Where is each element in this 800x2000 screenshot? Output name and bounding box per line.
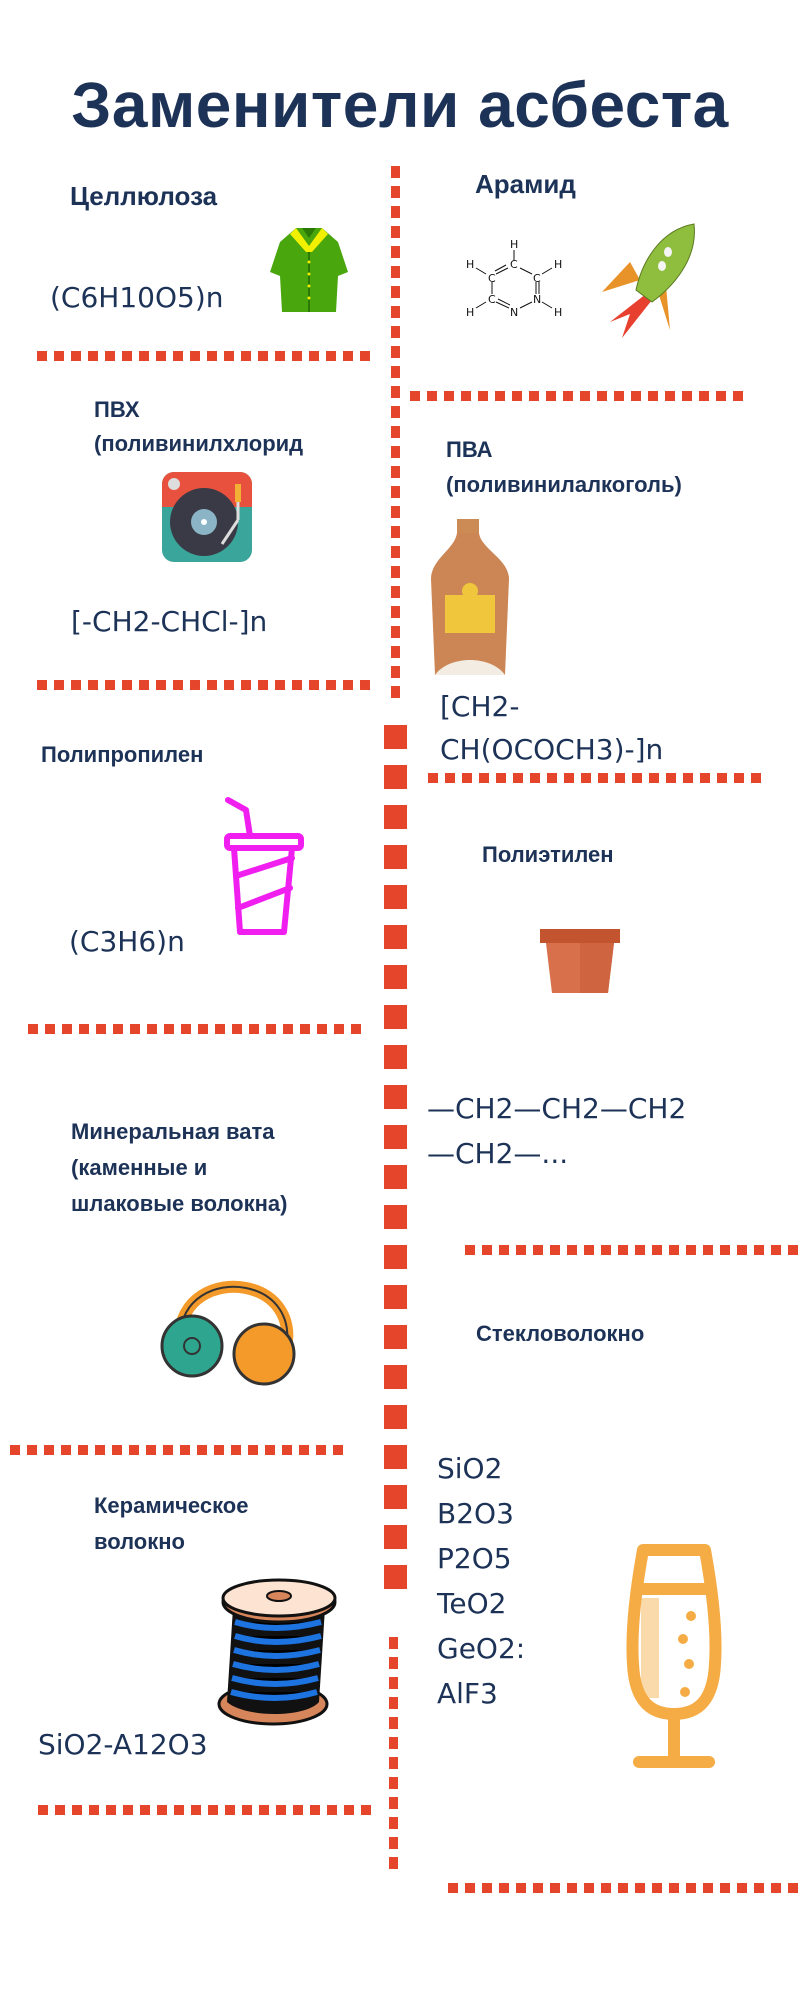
polyethylene-heading: Полиэтилен	[482, 842, 614, 867]
cup-icon	[224, 796, 306, 938]
ceramic-fiber-formula: SiO2-A12O3	[38, 1728, 208, 1761]
molecule-atom: H	[510, 238, 518, 251]
divider	[37, 680, 375, 690]
pyridine-molecule-icon: H C C C C N N H H H H	[464, 236, 564, 320]
divider	[428, 773, 768, 783]
molecule-atom: N	[533, 293, 541, 306]
molecule-atom: C	[488, 272, 496, 285]
mineral-wool-heading-line3: шлаковые волокна)	[71, 1191, 288, 1216]
vertical-divider-dotted-top	[391, 166, 400, 701]
glass-fiber-formula: TeO2	[437, 1587, 507, 1620]
polyethylene-formula-line2: —CH2—...	[427, 1137, 569, 1170]
molecule-atom: C	[510, 258, 518, 271]
pvc-heading: ПВХ	[94, 397, 140, 422]
divider	[28, 1024, 366, 1034]
flower-pot-icon	[540, 929, 620, 993]
divider	[410, 391, 750, 401]
polypropylene-formula: (C3H6)n	[69, 925, 185, 958]
molecule-atom: H	[466, 258, 474, 271]
molecule-atom: H	[466, 306, 474, 319]
shirt-icon	[268, 224, 350, 316]
molecule-atom: C	[488, 293, 496, 306]
divider	[465, 1245, 800, 1255]
pvc-formula: [-CH2-CHCl-]n	[71, 605, 268, 638]
mineral-wool-heading-line2: (каменные и	[71, 1155, 208, 1180]
divider	[448, 1883, 800, 1893]
ceramic-fiber-heading-line2: волокно	[94, 1529, 185, 1554]
glass-fiber-formula: AlF3	[437, 1677, 498, 1710]
turntable-icon	[162, 472, 252, 562]
cellulose-heading: Целлюлоза	[70, 181, 218, 211]
molecule-atom: H	[554, 258, 562, 271]
pva-formula-line1: [CH2-	[440, 690, 520, 723]
glass-fiber-formula: P2O5	[437, 1542, 512, 1575]
vertical-divider-dashed-middle	[384, 725, 407, 1595]
pvc-full-name: (поливинилхлорид	[94, 431, 304, 456]
rocket-icon	[600, 222, 700, 342]
molecule-atom: N	[510, 306, 518, 319]
bottle-icon	[429, 519, 511, 675]
divider	[10, 1445, 348, 1455]
pva-heading: ПВА	[446, 437, 493, 462]
glass-fiber-formula: SiO2	[437, 1452, 503, 1485]
polyethylene-formula-line1: —CH2—CH2—CH2	[427, 1092, 687, 1125]
vertical-divider-dotted-bottom	[389, 1637, 398, 1872]
champagne-glass-icon	[625, 1544, 723, 1770]
aramid-heading: Арамид	[475, 169, 576, 199]
headphones-icon	[156, 1278, 302, 1388]
molecule-atom: C	[533, 272, 541, 285]
glass-fiber-formula: B2O3	[437, 1497, 514, 1530]
glass-fiber-heading: Стекловолокно	[476, 1321, 645, 1346]
divider	[37, 351, 375, 361]
page-title: Заменители асбеста	[71, 69, 729, 141]
pva-full-name: (поливинилалкоголь)	[446, 472, 682, 497]
thread-spool-icon	[215, 1578, 345, 1728]
glass-fiber-formula: GeO2:	[437, 1632, 526, 1665]
cellulose-formula: (C6H10O5)n	[50, 281, 224, 314]
mineral-wool-heading-line1: Минеральная вата	[71, 1119, 275, 1144]
pva-formula-line2: CH(OCOCH3)-]n	[440, 733, 664, 766]
polypropylene-heading: Полипропилен	[41, 742, 204, 767]
ceramic-fiber-heading-line1: Керамическое	[94, 1493, 249, 1518]
molecule-atom: H	[554, 306, 562, 319]
divider	[38, 1805, 376, 1815]
